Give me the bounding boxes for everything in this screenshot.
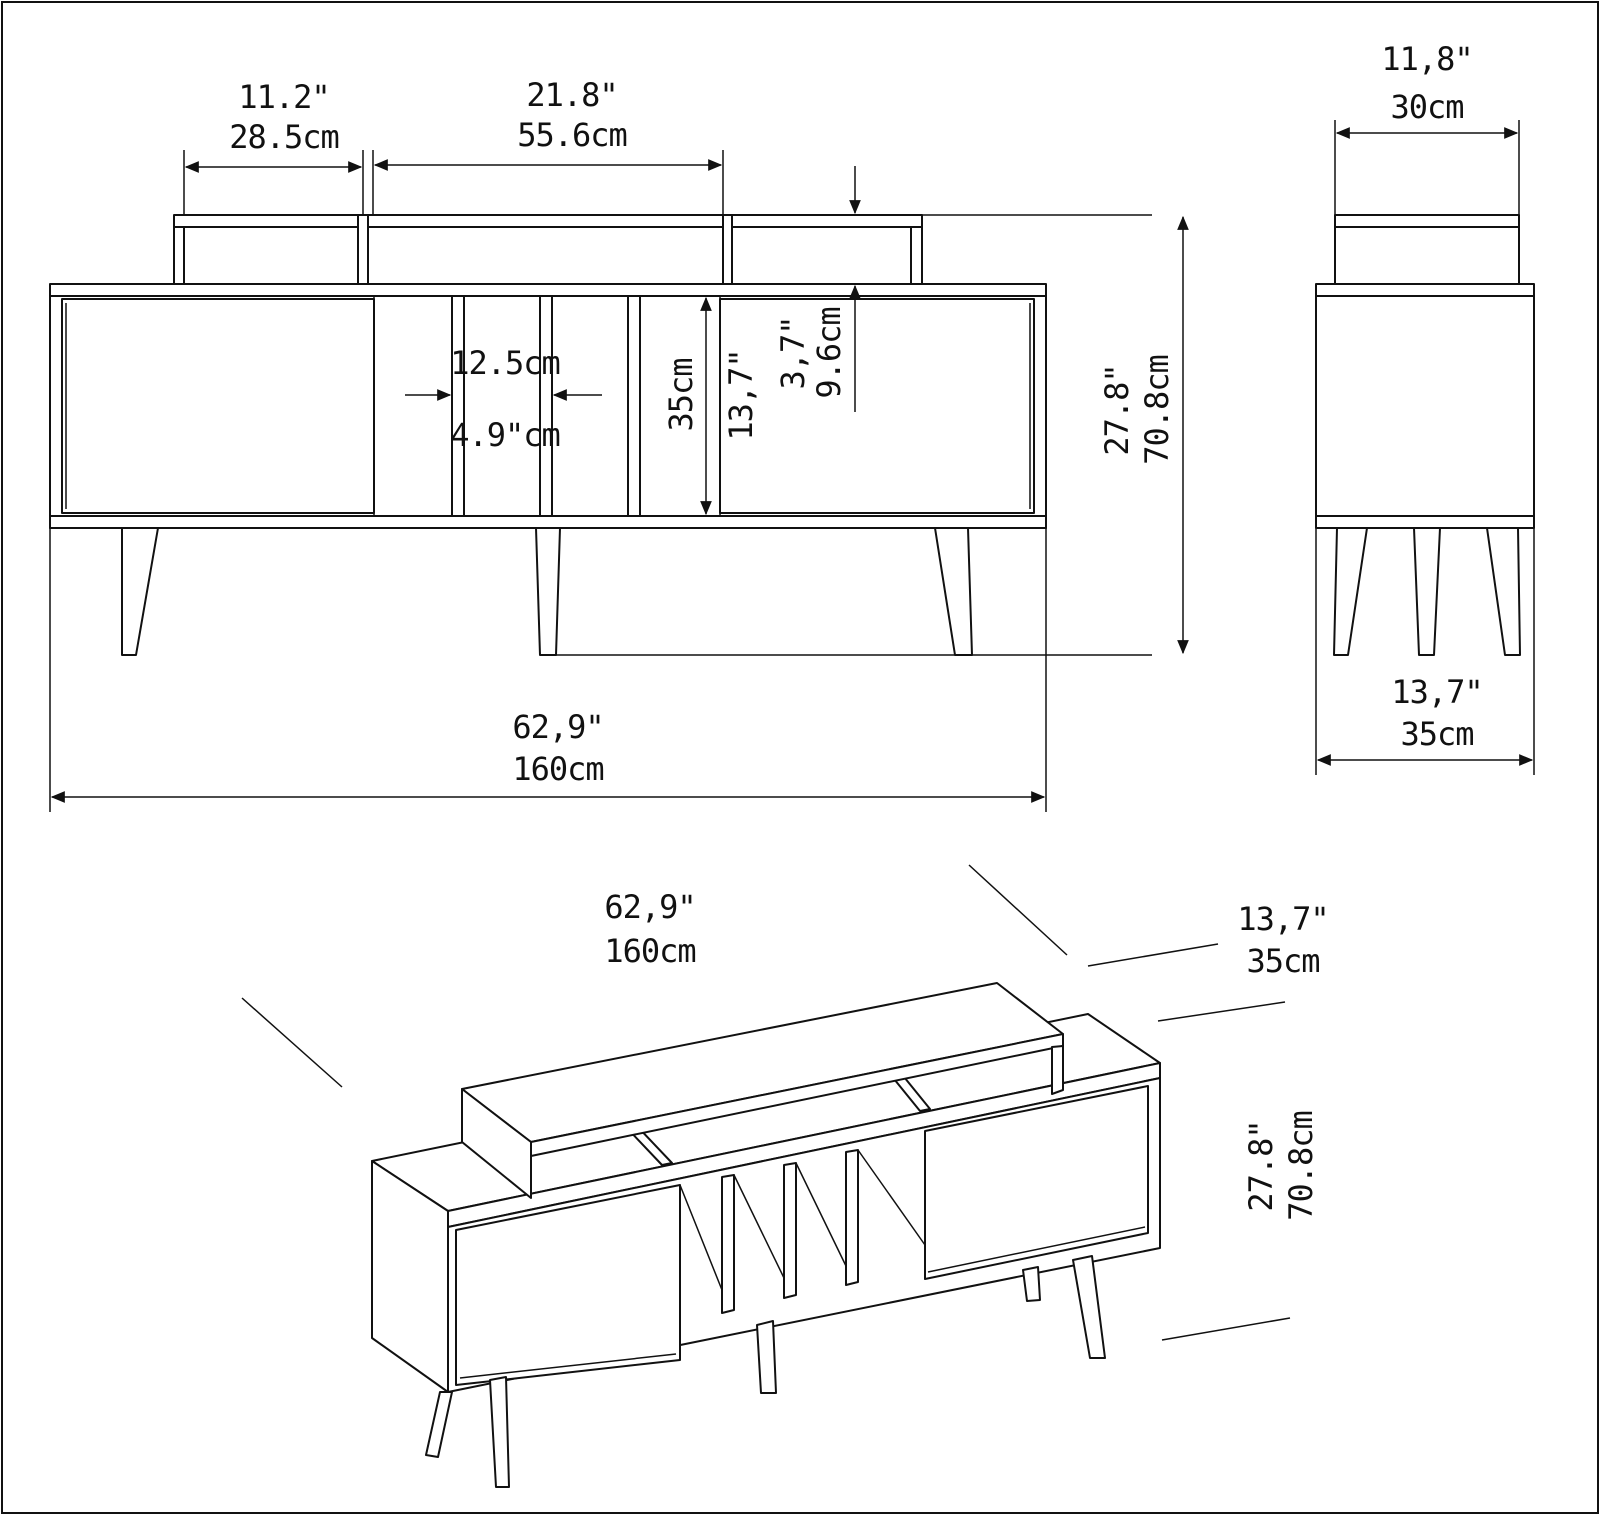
side-top-depth-metric: 30cm (1390, 88, 1463, 126)
side-bottom-depth-metric: 35cm (1400, 715, 1473, 753)
total-width-imperial: 62,9" (512, 708, 603, 746)
persp-leg-4 (1022, 1266, 1041, 1302)
leg-left (121, 527, 159, 656)
divider-3 (627, 295, 641, 517)
right-door (719, 298, 1035, 514)
front-view: 11.2" 28.5cm 21.8" 55.6cm 3,7" 9.6cm 12.… (49, 76, 1189, 812)
persp-divider-2 (783, 1162, 797, 1299)
persp-riser-side (461, 1088, 532, 1199)
persp-leg-2 (489, 1376, 510, 1488)
riser-left-imperial: 11.2" (238, 78, 329, 116)
persp-height-metric: 70.8cm (1282, 1111, 1320, 1221)
compartment-width-metric: 12.5cm (450, 344, 560, 382)
side-top-depth-imperial: 11,8" (1381, 40, 1472, 78)
persp-left-door (455, 1184, 681, 1386)
total-height-imperial: 27.8" (1098, 364, 1136, 455)
persp-width-imperial: 62,9" (604, 888, 695, 926)
persp-width-metric: 160cm (604, 932, 695, 970)
side-leg-right (1486, 527, 1521, 656)
side-body (1315, 295, 1535, 517)
compartment-height-metric: 35cm (662, 358, 700, 431)
compartment-width-imperial: 4.9"cm (450, 416, 560, 454)
leg-center (535, 527, 561, 656)
side-bottom-depth-imperial: 13,7" (1391, 673, 1482, 711)
side-riser-support (1334, 226, 1520, 285)
riser-support-center-right (722, 214, 733, 285)
total-height-metric: 70.8cm (1138, 355, 1176, 465)
left-door (61, 298, 375, 514)
persp-leg-5 (1072, 1255, 1106, 1359)
riser-support-left (173, 226, 185, 285)
divider-2 (539, 295, 553, 517)
riser-center-metric: 55.6cm (517, 116, 627, 154)
side-top (1315, 283, 1535, 297)
side-view: 11,8" 30cm 13,7" 35cm (1315, 40, 1535, 775)
riser-center-imperial: 21.8" (526, 76, 617, 114)
riser-support-right (910, 226, 923, 285)
side-leg-center (1413, 527, 1441, 656)
total-width-metric: 160cm (512, 750, 603, 788)
riser-left-metric: 28.5cm (229, 118, 339, 156)
riser-height-imperial: 3,7" (774, 316, 812, 389)
persp-riser-end (1051, 1045, 1064, 1095)
riser-support-center-left (357, 214, 369, 285)
side-leg-left (1333, 527, 1368, 656)
perspective-view: 62,9" 160cm 13,7" 35cm 27.8" 70.8cm (241, 864, 1330, 1488)
riser-shelf (173, 214, 923, 228)
cabinet-top (49, 283, 1047, 297)
persp-divider-1 (721, 1174, 735, 1314)
compartment-height-imperial: 13,7" (722, 349, 760, 440)
riser-height-metric: 9.6cm (810, 307, 848, 398)
persp-divider-3 (845, 1149, 859, 1286)
persp-leg-3 (756, 1320, 777, 1394)
persp-depth-imperial: 13,7" (1237, 900, 1328, 938)
side-bottom (1315, 515, 1535, 529)
persp-right-door (924, 1085, 1149, 1280)
cabinet-bottom (49, 515, 1047, 529)
persp-depth-metric: 35cm (1246, 942, 1319, 980)
persp-height-imperial: 27.8" (1242, 1120, 1280, 1211)
leg-right (934, 527, 973, 656)
divider-1 (451, 295, 465, 517)
persp-leg-1 (425, 1391, 453, 1458)
side-riser-shelf (1334, 214, 1520, 228)
